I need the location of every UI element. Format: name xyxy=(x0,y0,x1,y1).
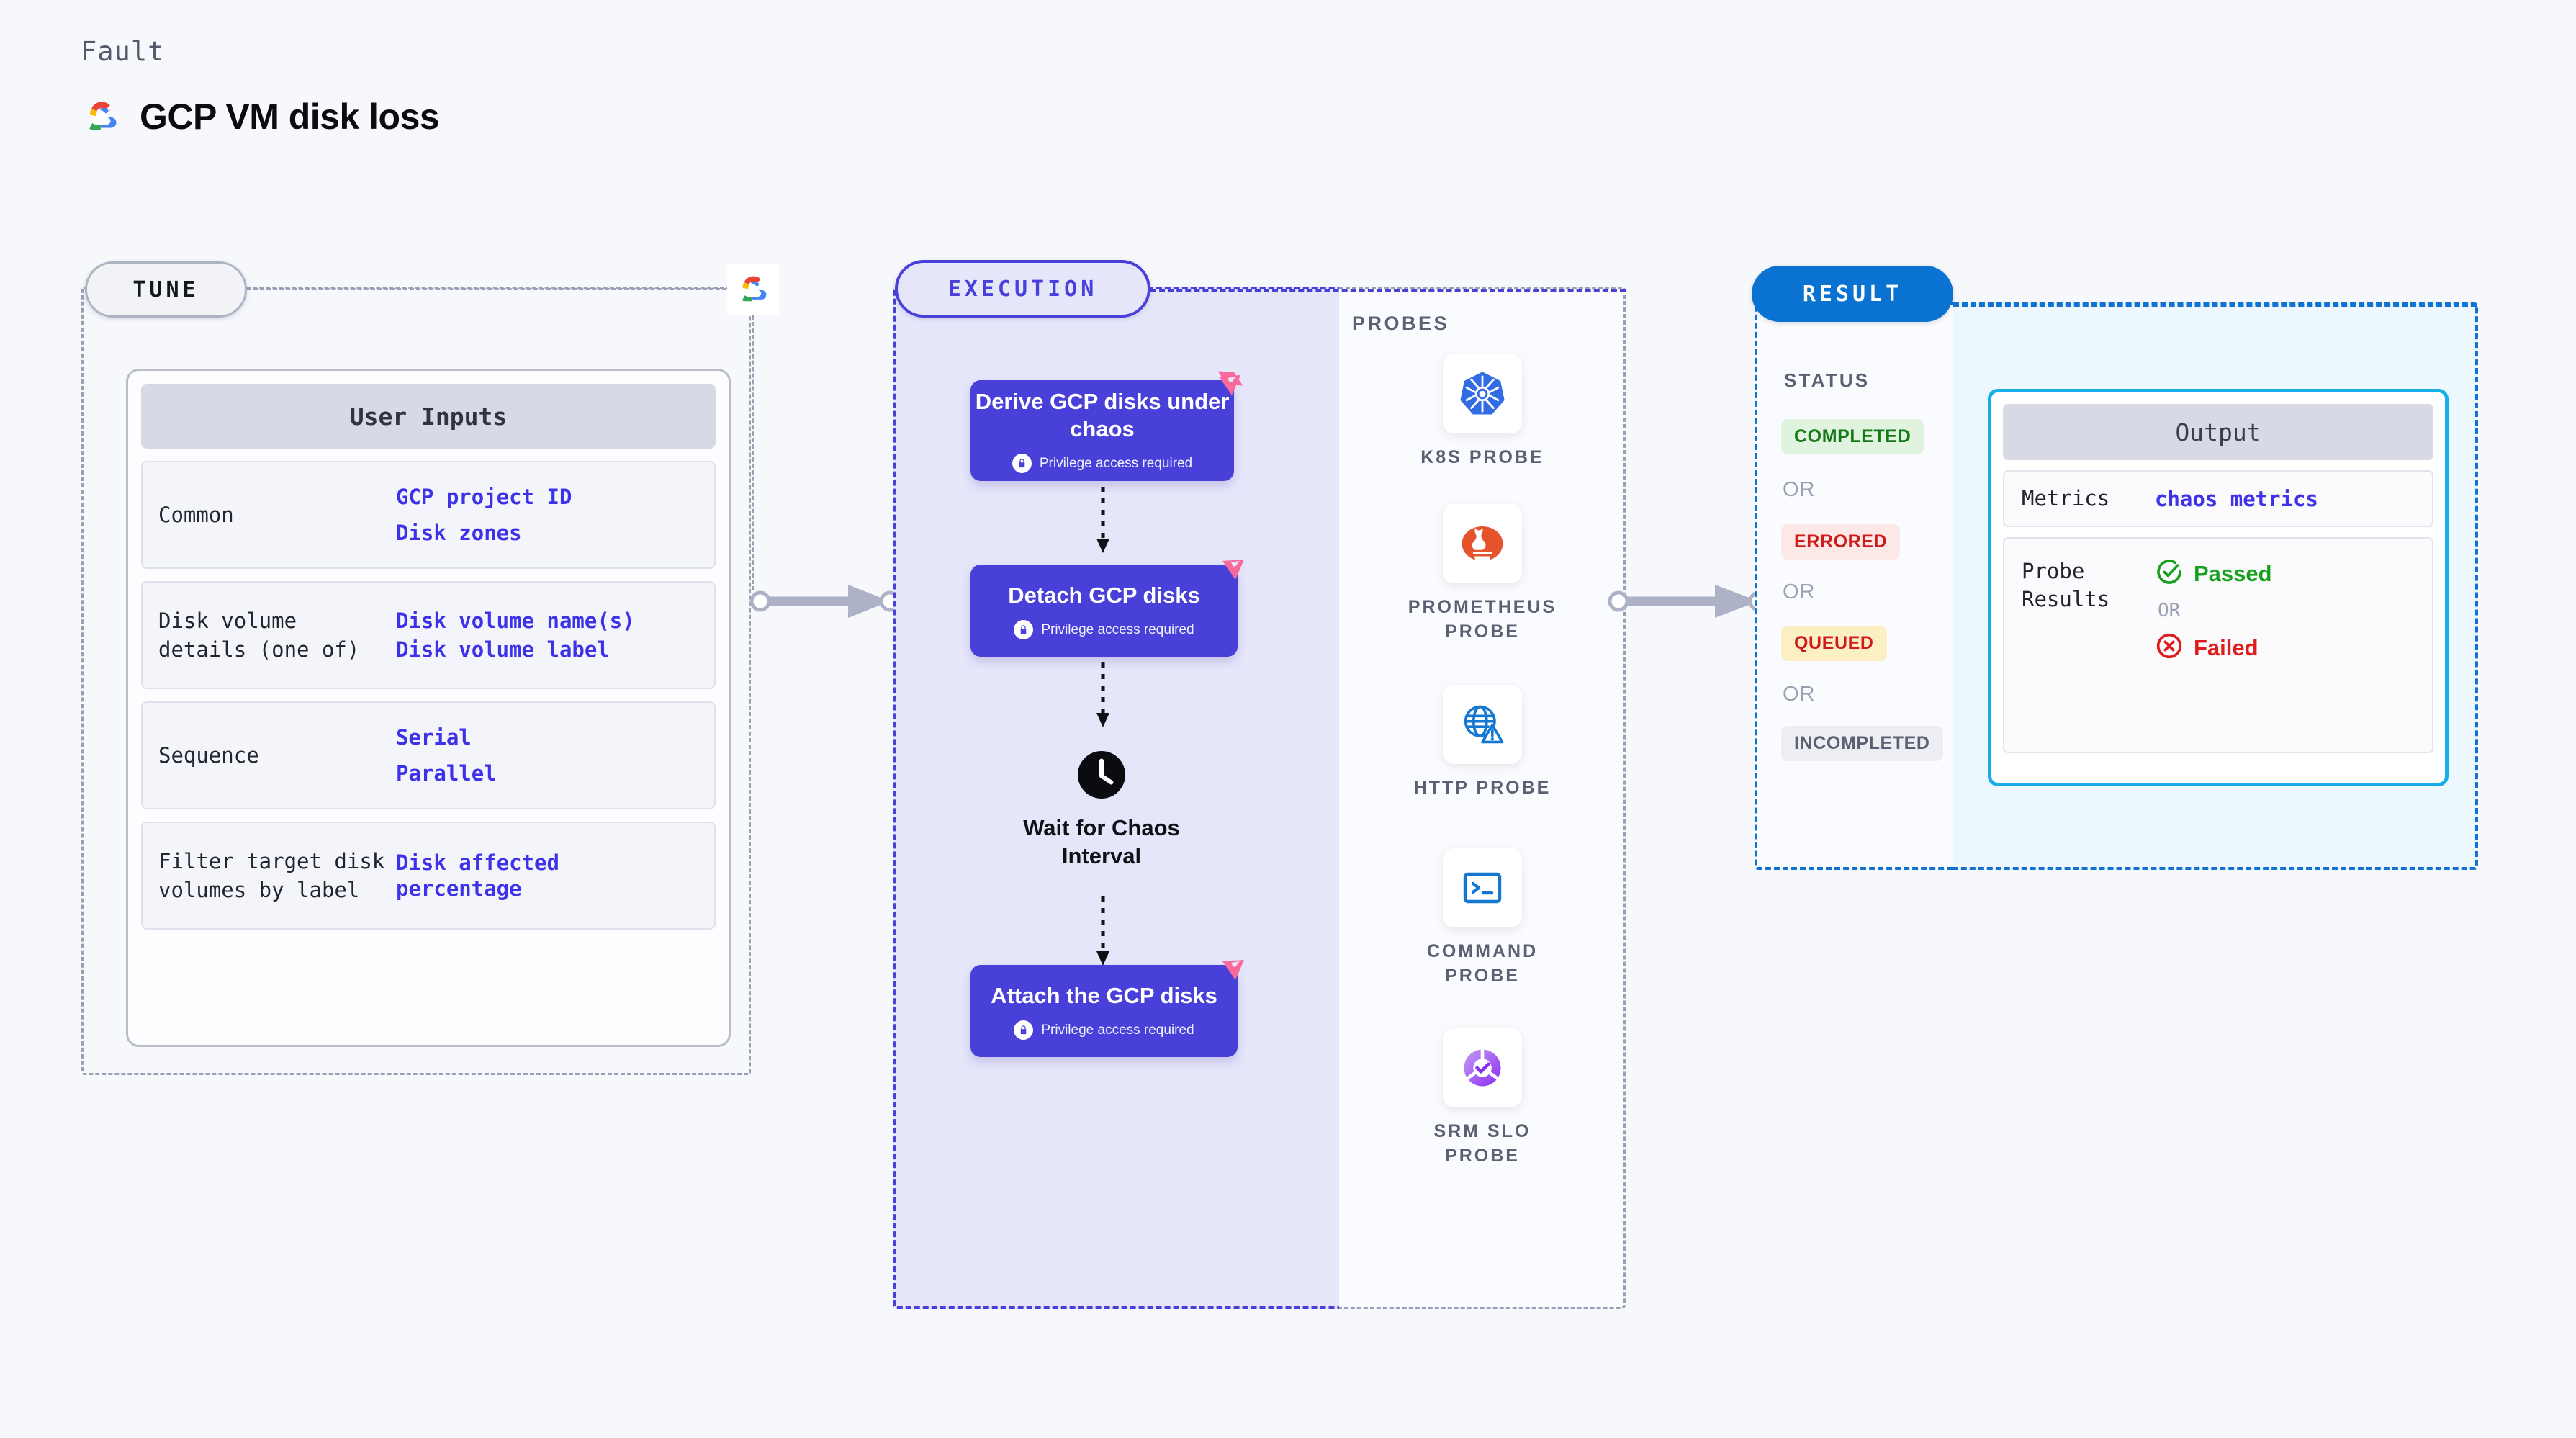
row-key: Disk volume details (one of) xyxy=(158,608,360,662)
probe-item[interactable]: K8S PROBE xyxy=(1403,354,1562,470)
lock-icon xyxy=(1014,1020,1034,1041)
kubernetes-icon xyxy=(1443,354,1522,433)
probe-item[interactable]: HTTP PROBE xyxy=(1403,685,1562,801)
gcp-logo-icon xyxy=(81,96,122,138)
chaos-corner-icon xyxy=(1212,368,1246,406)
probe-label: SRM SLO PROBE xyxy=(1433,1121,1531,1166)
row-value[interactable]: GCP project ID xyxy=(396,484,572,509)
execution-pill[interactable]: EXECUTION xyxy=(895,260,1150,318)
flow-arrow xyxy=(1096,662,1109,727)
privilege-note-text: Privilege access required xyxy=(1041,1022,1194,1038)
gcp-logo-icon xyxy=(727,264,779,315)
row-key: Filter target disk volumes by label xyxy=(158,848,385,902)
globe-warning-icon xyxy=(1443,685,1522,764)
execution-dashed-connector xyxy=(1150,289,1626,292)
flow-arrow xyxy=(1096,896,1109,966)
user-inputs-card: User Inputs Common GCP project ID Disk z… xyxy=(126,369,731,1047)
result-pill-label: RESULT xyxy=(1802,281,1903,307)
tune-region xyxy=(81,287,751,1075)
status-badge[interactable]: QUEUED xyxy=(1781,626,1887,661)
terminal-icon xyxy=(1443,848,1522,927)
tune-vertical-dashed-line xyxy=(752,315,754,590)
execution-step[interactable]: Detach GCP disks Privilege access requir… xyxy=(970,560,1244,657)
page-header: Fault GCP VM disk loss xyxy=(81,36,440,138)
page-title: GCP VM disk loss xyxy=(140,96,440,137)
privilege-note: Privilege access required xyxy=(1012,454,1193,474)
privilege-note-text: Privilege access required xyxy=(1039,455,1193,471)
failed-label: Failed xyxy=(2194,634,2258,660)
output-row-key: Probe Results xyxy=(2022,559,2110,612)
wait-node-label: Wait for Chaos Interval xyxy=(1023,815,1180,868)
probe-result-passed: Passed xyxy=(2155,557,2272,590)
probe-label: HTTP PROBE xyxy=(1413,778,1552,798)
row-value[interactable]: Parallel xyxy=(396,761,497,786)
output-row-key: Metrics xyxy=(2022,486,2110,511)
status-label: STATUS xyxy=(1784,369,1870,391)
execution-step[interactable]: Derive GCP disks under chaos Privilege a… xyxy=(970,371,1243,481)
privilege-note: Privilege access required xyxy=(1014,1020,1194,1041)
output-row-value[interactable]: chaos metrics xyxy=(2155,486,2318,511)
probes-section-label: PROBES xyxy=(1352,313,1450,334)
wait-node: Wait for Chaos Interval xyxy=(994,749,1210,871)
output-row-probe-results: Probe Results Passed OR xyxy=(2003,537,2433,754)
execution-step-title: Derive GCP disks under chaos xyxy=(975,388,1230,441)
table-row: Common GCP project ID Disk zones xyxy=(141,461,716,569)
passed-label: Passed xyxy=(2194,560,2272,586)
table-row: Filter target disk volumes by label Disk… xyxy=(141,822,716,930)
tune-dashed-connector xyxy=(247,288,733,290)
probe-label: K8S PROBE xyxy=(1420,447,1544,467)
probes-region xyxy=(1339,287,1626,1309)
privilege-note-text: Privilege access required xyxy=(1041,621,1194,637)
probe-item[interactable]: COMMAND PROBE xyxy=(1403,848,1562,989)
clock-icon xyxy=(1076,751,1127,804)
output-heading: Output xyxy=(2003,404,2433,460)
output-card: Output Metrics chaos metrics Probe Resul… xyxy=(1988,389,2449,786)
probe-result-failed: Failed xyxy=(2155,632,2272,664)
or-separator: OR xyxy=(2158,600,2181,622)
table-row: Sequence Serial Parallel xyxy=(141,701,716,809)
probe-label: PROMETHEUS PROBE xyxy=(1408,597,1557,642)
lock-icon xyxy=(1012,454,1032,474)
arrow-tune-to-execution xyxy=(749,585,900,618)
row-key: Common xyxy=(158,502,234,527)
status-badge[interactable]: COMPLETED xyxy=(1781,419,1924,454)
probe-label: COMMAND PROBE xyxy=(1426,941,1539,986)
or-separator: OR xyxy=(1783,683,1816,706)
chaos-corner-icon xyxy=(1215,953,1250,991)
execution-step-title: Attach the GCP disks xyxy=(991,982,1217,1008)
page-title-row: GCP VM disk loss xyxy=(81,96,440,138)
srm-slo-icon xyxy=(1443,1028,1522,1107)
row-value[interactable]: Disk volume label xyxy=(396,637,610,662)
lock-icon xyxy=(1014,620,1034,640)
arrow-execution-to-result xyxy=(1608,585,1769,618)
tune-pill[interactable]: TUNE xyxy=(85,261,247,318)
chaos-corner-icon xyxy=(1215,552,1250,590)
row-key: Sequence xyxy=(158,742,259,768)
or-separator: OR xyxy=(1783,478,1816,501)
fault-kicker: Fault xyxy=(81,36,165,67)
row-value[interactable]: Disk affected percentage xyxy=(396,850,559,901)
result-pill[interactable]: RESULT xyxy=(1752,266,1953,322)
execution-step[interactable]: Attach the GCP disks Privilege access re… xyxy=(970,960,1244,1057)
execution-step-title: Detach GCP disks xyxy=(1008,582,1200,608)
row-value[interactable]: Serial xyxy=(396,724,472,750)
or-separator: OR xyxy=(1783,580,1816,603)
output-row-metrics: Metrics chaos metrics xyxy=(2003,470,2433,528)
tune-pill-label: TUNE xyxy=(132,277,199,302)
check-circle-icon xyxy=(2155,557,2184,590)
result-dashed-connector xyxy=(1953,304,2477,307)
status-badge[interactable]: INCOMPLETED xyxy=(1781,726,1943,761)
prometheus-icon xyxy=(1443,504,1522,583)
execution-pill-label: EXECUTION xyxy=(947,276,1098,302)
table-row: Disk volume details (one of) Disk volume… xyxy=(141,581,716,689)
privilege-note: Privilege access required xyxy=(1014,620,1194,640)
row-value[interactable]: Disk volume name(s) xyxy=(396,608,635,633)
row-value[interactable]: Disk zones xyxy=(396,521,522,545)
probe-item[interactable]: PROMETHEUS PROBE xyxy=(1403,504,1562,644)
x-circle-icon xyxy=(2155,632,2184,664)
user-inputs-heading: User Inputs xyxy=(141,384,716,449)
status-badge[interactable]: ERRORED xyxy=(1781,524,1901,560)
probe-item[interactable]: SRM SLO PROBE xyxy=(1403,1028,1562,1169)
flow-arrow xyxy=(1096,487,1109,553)
